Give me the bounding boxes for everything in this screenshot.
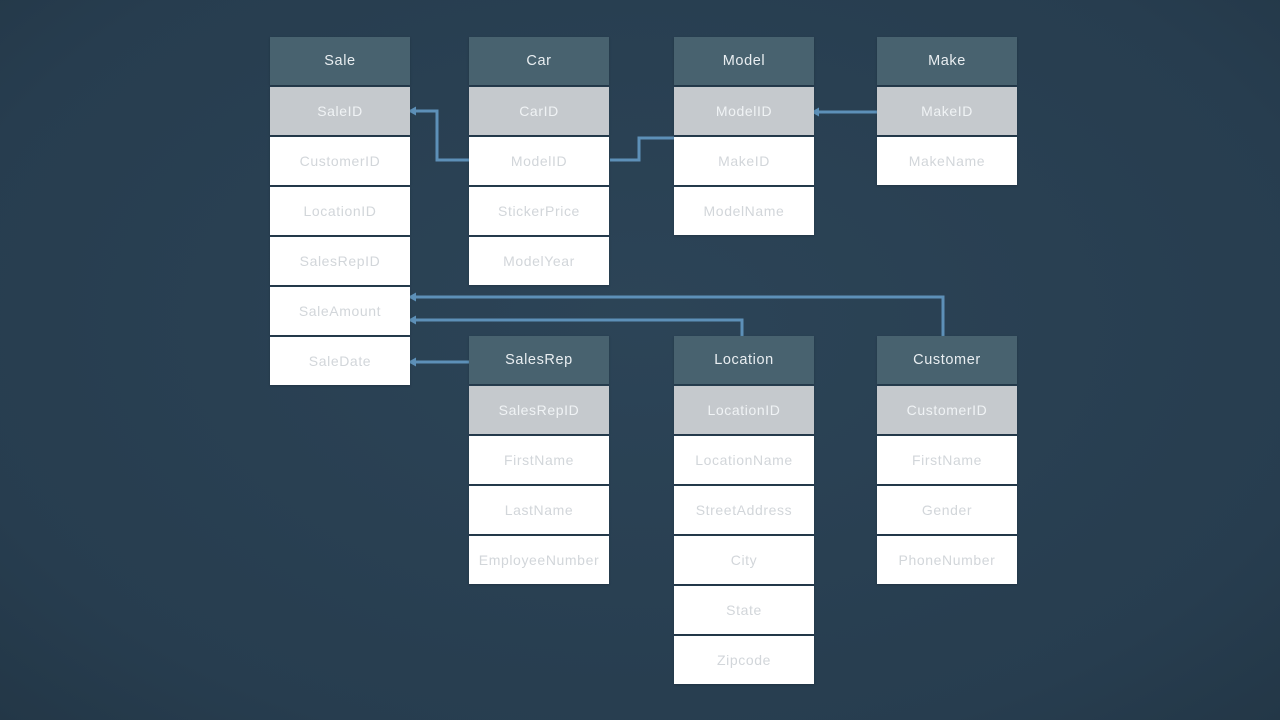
connector-sale-to-customer-arrowhead-icon [408,292,416,302]
table-car-field-modelid: ModelID [469,137,609,185]
table-location-field-city: City [674,536,814,584]
table-car-field-stickerprice: StickerPrice [469,187,609,235]
table-location-field-state: State [674,586,814,634]
table-make-field-makeid-primary-key: MakeID [877,87,1017,135]
table-customer-field-customerid-primary-key: CustomerID [877,386,1017,434]
connector-sale-to-customer [410,295,945,336]
table-salesrep-field-employeenumber: EmployeeNumber [469,536,609,584]
table-salesrep-header: SalesRep [469,336,609,384]
connector-car-modelid-to-model [610,136,674,162]
connector-sale-to-location-arrowhead-icon [408,315,416,325]
table-location-header: Location [674,336,814,384]
connector-make-makeid-to-model-modelid-arrowhead-icon [811,107,819,117]
table-location-field-locationname: LocationName [674,436,814,484]
table-sale-field-salesrepid: SalesRepID [270,237,410,285]
table-sale-field-locationid: LocationID [270,187,410,235]
table-location-field-locationid-primary-key: LocationID [674,386,814,434]
table-salesrep-field-lastname: LastName [469,486,609,534]
table-model-field-modelname: ModelName [674,187,814,235]
table-sale-field-saledate: SaleDate [270,337,410,385]
table-salesrep-field-salesrepid-primary-key: SalesRepID [469,386,609,434]
connector-sale-saledate-to-salesrep-arrowhead-icon [408,357,416,367]
table-model-field-modelid-primary-key: ModelID [674,87,814,135]
table-location-field-streetaddress: StreetAddress [674,486,814,534]
connector-sale-saleid-to-car-arrowhead-icon [408,106,416,116]
table-customer-field-phonenumber: PhoneNumber [877,536,1017,584]
table-salesrep-field-firstname: FirstName [469,436,609,484]
table-sale-header: Sale [270,37,410,85]
table-location-field-zipcode: Zipcode [674,636,814,684]
table-sale-field-saleid-primary-key: SaleID [270,87,410,135]
table-sale-field-saleamount: SaleAmount [270,287,410,335]
table-sale-field-customerid: CustomerID [270,137,410,185]
table-model-header: Model [674,37,814,85]
table-car-field-modelyear: ModelYear [469,237,609,285]
table-customer-header: Customer [877,336,1017,384]
connector-sale-saleid-to-car [410,109,469,162]
table-customer-field-firstname: FirstName [877,436,1017,484]
table-car-field-carid-primary-key: CarID [469,87,609,135]
table-car-header: Car [469,37,609,85]
table-make-field-makename: MakeName [877,137,1017,185]
table-make-header: Make [877,37,1017,85]
table-model-field-makeid: MakeID [674,137,814,185]
connector-sale-to-location [410,318,744,336]
table-customer-field-gender: Gender [877,486,1017,534]
